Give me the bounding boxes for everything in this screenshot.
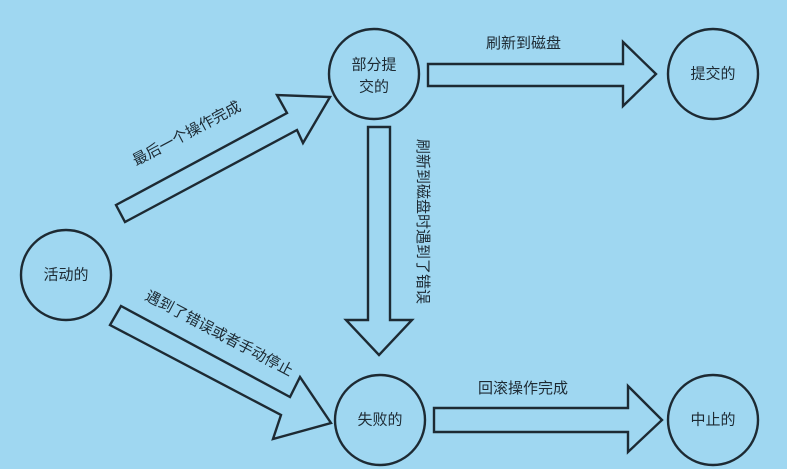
state-failed-label: 失败的 [357, 411, 402, 429]
edge-label-partial-to-committed: 刷新到磁盘 [486, 34, 561, 52]
edge-label-failed-to-aborted: 回滚操作完成 [478, 379, 568, 397]
state-failed [333, 373, 427, 467]
arrow-active-to-partial [114, 93, 333, 224]
state-active-label: 活动的 [43, 266, 88, 284]
state-committed [666, 27, 760, 121]
arrow-partial-to-committed [426, 39, 658, 109]
state-partially-committed [327, 27, 421, 121]
arrow-partial-to-failed [343, 125, 415, 357]
arrow-active-to-failed [108, 304, 333, 441]
edge-label-partial-to-failed: 刷新到磁盘时遇到了错误 [414, 139, 432, 304]
state-aborted [666, 373, 760, 467]
state-partially-committed-label-line1: 部分提 [351, 56, 396, 74]
state-active [19, 228, 113, 322]
state-committed-label: 提交的 [690, 65, 735, 83]
state-partially-committed-label-line2: 交的 [359, 78, 389, 96]
arrow-failed-to-aborted [432, 383, 664, 455]
state-aborted-label: 中止的 [690, 411, 735, 429]
